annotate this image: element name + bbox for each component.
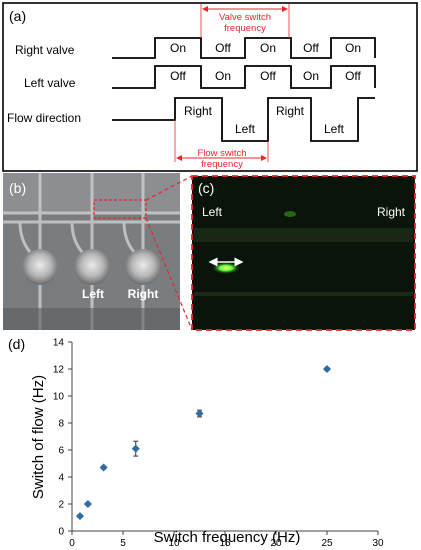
left-valve-label: Left valve (24, 76, 76, 90)
zoom-connector-bottom (145, 217, 193, 331)
panel-b-left-label: Left (82, 287, 104, 301)
panel-a-tag: (a) (9, 8, 26, 24)
channel-wall-lower (194, 292, 413, 296)
panel-a-frame (2, 2, 418, 172)
y-tick-label: 0 (58, 527, 64, 538)
flow-state-1: Right (184, 104, 213, 118)
x-tick-label: 30 (372, 538, 384, 549)
y-tick-label: 2 (58, 500, 64, 511)
left-state-4: On (303, 69, 319, 83)
left-valve-waveform (112, 65, 376, 89)
x-tick-label: 20 (270, 538, 282, 549)
x-tick-label: 5 (120, 538, 126, 549)
x-axis-label: Switch frequency (Hz) (154, 529, 301, 546)
panel-c-frame (191, 175, 416, 331)
chamber-3 (125, 249, 161, 285)
data-point (323, 365, 331, 373)
scatter-chart: 0 5 10 15 20 25 30 0 2 4 6 8 10 12 14 (53, 338, 384, 550)
x-tick-label: 10 (168, 538, 180, 549)
right-state-4: Off (303, 41, 319, 55)
panel-c-tag: (c) (198, 180, 214, 196)
left-state-3: Off (260, 69, 276, 83)
y-tick-label: 8 (58, 419, 64, 430)
channel-wall-upper (194, 228, 413, 242)
left-state-1: Off (170, 69, 186, 83)
panel-c-left-label: Left (202, 205, 223, 219)
y-tick-label: 6 (58, 446, 64, 457)
x-tick-label: 25 (321, 538, 333, 549)
flow-state-3: Right (276, 104, 305, 118)
right-state-5: On (345, 41, 361, 55)
flow-direction-label: Flow direction (7, 111, 81, 125)
data-point (131, 444, 140, 453)
chamber-2 (74, 249, 110, 285)
flow-freq-label-2: frequency (201, 159, 243, 170)
panel-b: (b) Left Right (3, 173, 180, 330)
right-state-1: On (170, 41, 186, 55)
right-valve-label: Right valve (15, 43, 75, 57)
y-tick-label: 4 (58, 473, 64, 484)
flow-direction-waveform (112, 97, 375, 142)
valve-freq-label-1: Valve switch (219, 12, 271, 23)
left-state-5: Off (345, 69, 361, 83)
flow-state-4: Left (324, 122, 345, 136)
data-point (195, 409, 204, 418)
panel-c: (c) Left Right (191, 175, 416, 331)
panel-b-right-label: Right (128, 287, 159, 301)
y-axis-label: Switch of flow (Hz) (30, 375, 47, 499)
y-tick-label: 14 (53, 338, 65, 349)
y-tick-label: 12 (53, 365, 65, 376)
panel-b-bottom-band (3, 308, 180, 330)
x-tick-label: 15 (219, 538, 231, 549)
faint-spot (284, 211, 296, 217)
zoom-connector-top (145, 175, 193, 201)
left-state-2: On (215, 69, 231, 83)
chamber-1 (22, 249, 58, 285)
x-tick-label: 0 (69, 538, 75, 549)
data-point (83, 500, 92, 508)
panel-d-tag: (d) (8, 336, 25, 352)
panel-b-zoom-box (93, 199, 147, 219)
fluorescent-particle (212, 262, 240, 274)
panel-c-right-label: Right (377, 205, 406, 219)
y-tick-label: 10 (53, 392, 65, 403)
panel-d: (d) 0 5 10 15 20 25 30 0 2 4 6 8 10 12 14 Switch frequ… (8, 336, 384, 549)
valve-freq-label-2: frequency (224, 23, 266, 34)
right-state-2: Off (215, 41, 231, 55)
flow-freq-label-1: Flow switch (197, 148, 246, 159)
panel-b-tag: (b) (9, 180, 26, 196)
right-state-3: On (260, 41, 276, 55)
data-point (99, 463, 108, 472)
panel-a: (a) Right valve Left valve Flow directio… (2, 2, 418, 172)
data-point (75, 512, 84, 521)
right-valve-waveform (112, 37, 376, 59)
flow-state-2: Left (235, 122, 256, 136)
